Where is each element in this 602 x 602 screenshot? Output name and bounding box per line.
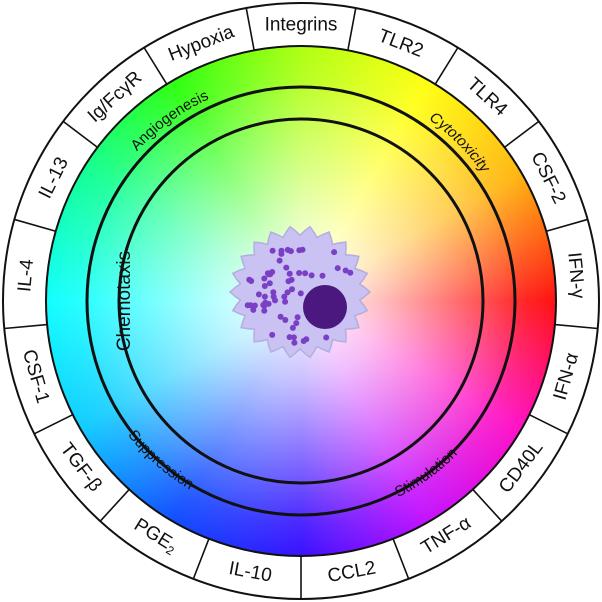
granule: [290, 334, 297, 341]
granule: [276, 257, 283, 264]
granule: [289, 286, 295, 293]
granule: [291, 339, 298, 346]
segment-divider: [504, 120, 540, 148]
granule: [270, 289, 277, 296]
granule: [293, 320, 300, 327]
granule: [261, 283, 268, 289]
granule: [289, 324, 296, 331]
granule: [331, 249, 338, 256]
granule: [264, 270, 271, 277]
granule: [286, 270, 293, 277]
inner-function-ring: [117, 117, 485, 485]
granule: [284, 289, 291, 296]
granule: [342, 267, 349, 274]
macrophage-cell: [228, 225, 372, 359]
cell-granules: [244, 246, 354, 346]
granule: [287, 248, 294, 255]
granule: [266, 280, 273, 287]
granule: [282, 298, 289, 305]
granule: [255, 291, 262, 298]
granule: [261, 307, 268, 314]
granule: [265, 300, 272, 307]
segment-divider: [554, 323, 598, 330]
segment-label: Integrins: [265, 15, 338, 36]
granule: [269, 331, 276, 338]
segment-divider: [4, 323, 48, 330]
granule: [294, 314, 301, 321]
cell-nucleus: [303, 285, 347, 329]
granule: [283, 264, 290, 271]
segment-label: IFN-γ: [563, 251, 588, 300]
segment-divider: [528, 413, 569, 435]
granule: [347, 269, 354, 276]
segment-label: IL-4: [14, 258, 38, 293]
segment-divider: [347, 7, 357, 51]
segment-dividers: [4, 7, 598, 599]
segment-divider: [472, 488, 503, 522]
granule: [334, 265, 341, 272]
granule: [270, 293, 277, 300]
segment-divider: [434, 47, 459, 85]
granule: [278, 247, 285, 254]
segment-divider: [99, 488, 130, 522]
granule: [308, 272, 315, 279]
segment-divider: [33, 413, 74, 435]
granule: [269, 247, 276, 254]
granule: [296, 270, 303, 276]
granule: [282, 317, 289, 323]
segment-divider: [14, 218, 56, 232]
granule: [297, 290, 304, 297]
granule: [323, 334, 330, 341]
granule: [281, 293, 288, 300]
segment-divider: [546, 218, 588, 232]
granule: [303, 336, 310, 343]
chemotaxis-label: Chemotaxis: [114, 251, 135, 351]
segment-divider: [192, 538, 210, 580]
segment-divider: [245, 7, 255, 51]
granule: [277, 313, 284, 320]
granule: [261, 293, 268, 300]
outer-function-ring: [85, 85, 517, 517]
granule: [261, 275, 268, 282]
granule: [319, 272, 326, 279]
granule: [285, 278, 292, 285]
granule: [296, 247, 303, 254]
segment-divider: [143, 47, 168, 85]
segment-divider: [62, 120, 98, 148]
granule: [302, 270, 309, 277]
granule: [244, 302, 251, 309]
granule: [251, 302, 258, 309]
granule: [286, 334, 293, 341]
segment-divider: [392, 538, 410, 580]
granule: [246, 276, 253, 283]
